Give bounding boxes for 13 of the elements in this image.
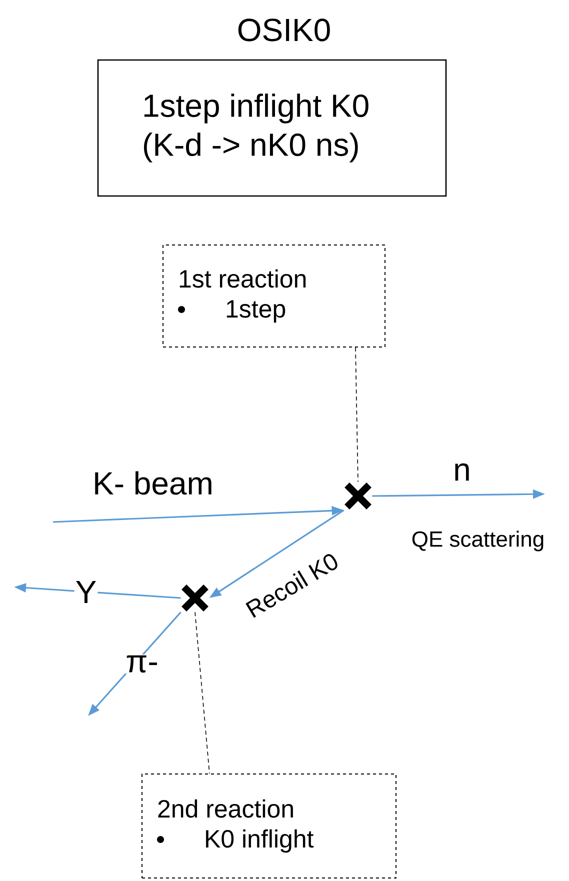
reaction-box: 1st reaction 1step — [162, 244, 386, 348]
edge-label: Y — [74, 580, 98, 604]
beside-label: QE scattering — [412, 530, 544, 552]
edge-label: π- — [124, 654, 160, 674]
title: OSIK0 — [238, 18, 330, 42]
dashed-leader-line — [355, 347, 358, 482]
cross-mark — [344, 482, 372, 510]
title-box: 1step inflight K0 (K-d -> nK0 ns) — [97, 59, 447, 197]
dashed-leader-line — [194, 612, 210, 774]
edge-label: n — [452, 462, 472, 482]
edge-label: K- beam — [92, 470, 214, 496]
reaction-box: 2nd reaction K0 inflight — [142, 774, 396, 878]
cross-mark — [180, 584, 210, 612]
